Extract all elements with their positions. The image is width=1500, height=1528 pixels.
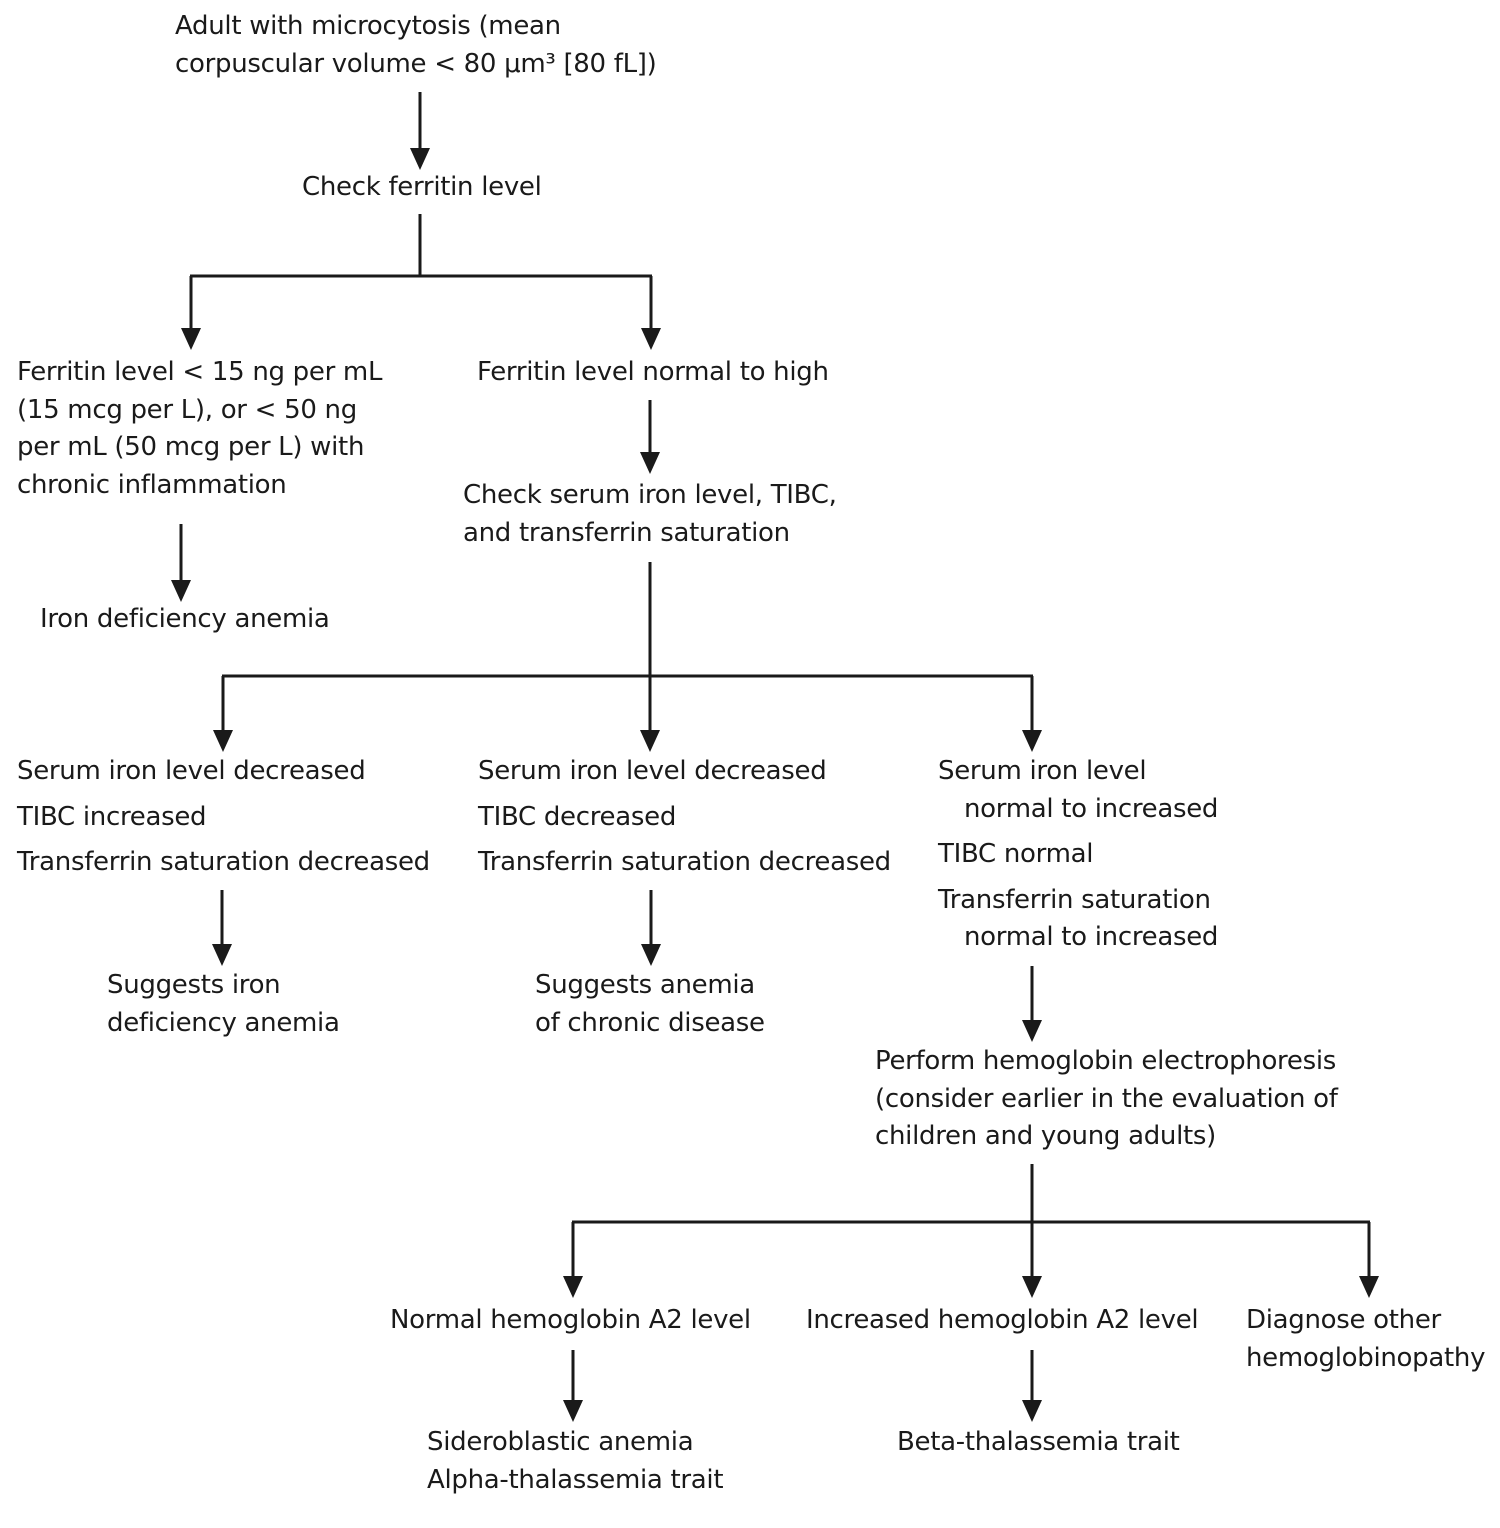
electrophoresis-line-2: (consider earlier in the evaluation of <box>875 1083 1338 1114</box>
ferritin-normal-high-node: Ferritin level normal to high <box>477 354 829 392</box>
arrowhead-ferritin-low <box>181 328 201 350</box>
suggests-ida-line-1: Suggests iron <box>107 970 281 1000</box>
electrophoresis-line-3: children and young adults) <box>875 1121 1217 1151</box>
result-c-tibc: TIBC normal <box>938 839 1094 869</box>
sideroblastic-node: Sideroblastic anemia Alpha-thalassemia t… <box>427 1424 724 1499</box>
beta-thal-node: Beta-thalassemia trait <box>897 1424 1180 1462</box>
arrowhead-other-hemoglobinopathy <box>1359 1276 1379 1298</box>
arrowhead-suggests-ida <box>212 944 232 966</box>
ferritin-normal-high-label: Ferritin level normal to high <box>477 357 829 387</box>
start-line-1: Adult with microcytosis (mean <box>175 11 561 41</box>
arrowhead-increased-a2 <box>1022 1276 1042 1298</box>
ferritin-low-line-3: per mL (50 mcg per L) with <box>17 432 365 462</box>
sideroblastic-line-2: Alpha-thalassemia trait <box>427 1464 724 1495</box>
result-b-node: Serum iron level decreased TIBC decrease… <box>478 753 891 882</box>
check-serum-iron-line-2: and transferrin saturation <box>463 517 790 548</box>
result-c-node: Serum iron level normal to increased TIB… <box>938 753 1218 957</box>
check-ferritin-node: Check ferritin level <box>302 169 542 207</box>
arrowhead-iron-deficiency <box>171 580 191 602</box>
check-serum-iron-node: Check serum iron level, TIBC, and transf… <box>463 477 837 552</box>
beta-thal-label: Beta-thalassemia trait <box>897 1427 1180 1457</box>
ferritin-low-line-2: (15 mcg per L), or < 50 ng <box>17 394 357 425</box>
arrowhead-suggests-acd <box>641 944 661 966</box>
other-hemoglobinopathy-line-2: hemoglobinopathy <box>1246 1342 1486 1373</box>
suggests-ida-node: Suggests iron deficiency anemia <box>107 967 340 1042</box>
arrowhead-result-a <box>213 730 233 752</box>
start-line-2: corpuscular volume < 80 μm³ [80 fL]) <box>175 48 657 79</box>
increased-a2-node: Increased hemoglobin A2 level <box>806 1302 1199 1340</box>
result-b-serum-iron: Serum iron level decreased <box>478 756 827 786</box>
arrowhead-sideroblastic <box>563 1400 583 1422</box>
suggests-acd-line-1: Suggests anemia <box>535 970 755 1000</box>
arrowhead-result-c <box>1022 730 1042 752</box>
result-a-node: Serum iron level decreased TIBC increase… <box>17 753 430 882</box>
suggests-acd-line-2: of chronic disease <box>535 1007 765 1038</box>
arrowhead-result-b <box>640 730 660 752</box>
result-c-transferrin: Transferrin saturation <box>938 884 1211 915</box>
arrowhead-electrophoresis <box>1022 1020 1042 1042</box>
result-b-tibc: TIBC decreased <box>478 801 677 832</box>
result-b-transferrin: Transferrin saturation decreased <box>478 847 891 877</box>
ferritin-low-line-1: Ferritin level < 15 ng per mL <box>17 357 383 387</box>
result-c-serum-iron-detail: normal to increased <box>964 793 1219 824</box>
ferritin-low-line-4: chronic inflammation <box>17 469 287 500</box>
suggests-acd-node: Suggests anemia of chronic disease <box>535 967 765 1042</box>
arrowhead-check-serum-iron <box>640 452 660 474</box>
normal-a2-label: Normal hemoglobin A2 level <box>390 1305 751 1335</box>
electrophoresis-line-1: Perform hemoglobin electrophoresis <box>875 1046 1336 1076</box>
other-hemoglobinopathy-line-1: Diagnose other <box>1246 1305 1441 1335</box>
iron-deficiency-label: Iron deficiency anemia <box>40 604 330 634</box>
other-hemoglobinopathy-node: Diagnose other hemoglobinopathy <box>1246 1302 1485 1377</box>
ferritin-low-node: Ferritin level < 15 ng per mL (15 mcg pe… <box>17 354 382 504</box>
check-serum-iron-line-1: Check serum iron level, TIBC, <box>463 480 837 510</box>
iron-deficiency-node: Iron deficiency anemia <box>40 601 330 639</box>
check-ferritin-label: Check ferritin level <box>302 172 542 202</box>
result-a-tibc: TIBC increased <box>17 801 207 832</box>
result-a-serum-iron: Serum iron level decreased <box>17 756 366 786</box>
start-node: Adult with microcytosis (mean corpuscula… <box>175 8 657 83</box>
arrowhead-ferritin-normal-high <box>641 328 661 350</box>
result-a-transferrin: Transferrin saturation decreased <box>17 847 430 877</box>
electrophoresis-node: Perform hemoglobin electrophoresis (cons… <box>875 1043 1338 1156</box>
normal-a2-node: Normal hemoglobin A2 level <box>390 1302 751 1340</box>
arrowhead-normal-a2 <box>563 1276 583 1298</box>
result-c-transferrin-detail: normal to increased <box>964 922 1219 952</box>
arrowhead-check-ferritin <box>410 148 430 170</box>
sideroblastic-line-1: Sideroblastic anemia <box>427 1427 694 1457</box>
result-c-serum-iron: Serum iron level <box>938 756 1147 786</box>
suggests-ida-line-2: deficiency anemia <box>107 1007 340 1038</box>
arrowhead-beta-thal <box>1022 1400 1042 1422</box>
increased-a2-label: Increased hemoglobin A2 level <box>806 1305 1199 1335</box>
